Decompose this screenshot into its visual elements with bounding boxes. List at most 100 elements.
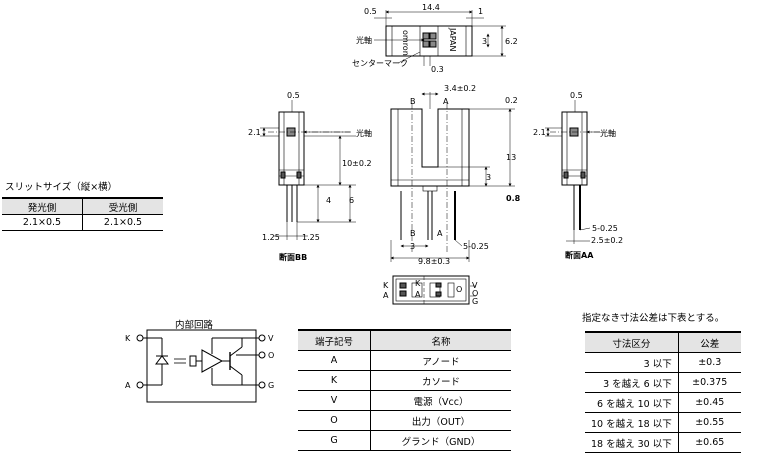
- slit-value-receiver: 2.1×0.5: [82, 214, 163, 231]
- table-row: 6 を越え 10 以下 ±0.45: [585, 392, 741, 413]
- tolerance-range: 6 を越え 10 以下: [585, 392, 679, 413]
- right-slit-dim: 2.1: [533, 128, 546, 137]
- terminal-header-name: 名称: [370, 329, 511, 351]
- internal-circuit: [136, 329, 266, 403]
- right-section-title: 断面AA: [565, 250, 594, 260]
- top-width-dim: 14.4: [422, 3, 440, 12]
- bottom-pin-a-inner: A: [415, 290, 421, 299]
- front-section-a-top: A: [443, 97, 449, 106]
- bottom-pin-o: O: [472, 289, 478, 298]
- terminal-symbol: K: [298, 370, 371, 391]
- terminal-symbol: G: [298, 430, 371, 451]
- right-optical-axis-label: 光軸: [600, 128, 616, 138]
- tolerance-range: 3 以下: [585, 352, 679, 373]
- circuit-title: 内部回路: [175, 320, 214, 331]
- terminal-symbol: O: [298, 410, 371, 431]
- bottom-view: [392, 275, 476, 305]
- slit-header-emitter: 発光側: [2, 197, 83, 215]
- center-mark-label: センターマーク: [352, 59, 408, 68]
- tolerance-value: ±0.45: [677, 392, 741, 413]
- tolerance-value: ±0.65: [677, 432, 741, 453]
- table-row: 3 を越え 6 以下 ±0.375: [585, 372, 741, 393]
- left-mid-dim: 10±0.2: [342, 159, 372, 168]
- slit-table-title: スリットサイズ（縦×横）: [5, 182, 118, 193]
- front-section-a-bottom: A: [437, 229, 443, 238]
- bottom-pin-o-inner: O: [456, 285, 462, 294]
- front-height-dim: 13: [506, 153, 516, 162]
- tolerance-table: 寸法区分 公差 3 以下 ±0.3 3 を越え 6 以下 ±0.375 6 を越…: [585, 331, 741, 453]
- bottom-pin-g: G: [472, 297, 478, 306]
- tolerance-header-range: 寸法区分: [585, 331, 679, 353]
- front-section-b-top: B: [410, 97, 416, 106]
- table-row: O 出力（OUT）: [298, 410, 511, 431]
- circuit-pin-k: K: [125, 334, 131, 343]
- slit-size-table: 発光側 受光側 2.1×0.5 2.1×0.5: [2, 197, 163, 231]
- right-pin-width-dim: 5-0.25: [592, 224, 618, 233]
- circuit-pin-a: A: [125, 381, 131, 390]
- brand-text: omron: [401, 30, 410, 56]
- left-top-dim: 0.5: [287, 91, 300, 100]
- terminal-name: グランド（GND）: [370, 430, 511, 451]
- table-row: 3 以下 ±0.3: [585, 352, 741, 373]
- table-row: A アノード: [298, 350, 511, 371]
- left-optical-axis-label: 光軸: [356, 128, 372, 138]
- front-pin-width-dim: 5-0.25: [463, 242, 489, 251]
- circuit-pin-v: V: [268, 334, 274, 343]
- top-height-dim: 6.2: [505, 37, 518, 46]
- table-row: G グランド（GND）: [298, 430, 511, 451]
- front-bottom-dim: 0.8: [506, 194, 521, 203]
- left-lead2-dim: 6: [349, 196, 354, 205]
- top-view: [374, 10, 506, 66]
- front-overall-dim: 9.8±0.3: [418, 257, 450, 266]
- tolerance-range: 3 を越え 6 以下: [585, 372, 679, 393]
- front-slot-depth-dim: 3: [486, 173, 491, 182]
- origin-text: JAPAN: [448, 27, 457, 51]
- right-section-view: [545, 100, 600, 244]
- bottom-pin-a: A: [383, 291, 389, 300]
- terminal-symbol: V: [298, 390, 371, 411]
- front-view: [390, 92, 515, 262]
- front-pin-pitch-dim: 3: [410, 242, 415, 251]
- terminal-table: 端子記号 名称 A アノード K カソード V 電源（Vcc） O 出力（OUT…: [298, 329, 511, 451]
- bottom-pin-k: K: [383, 281, 389, 290]
- terminal-header-symbol: 端子記号: [298, 329, 371, 351]
- left-lead-dim: 4: [326, 196, 331, 205]
- left-section-title: 断面BB: [279, 252, 307, 262]
- tolerance-value: ±0.3: [677, 352, 741, 373]
- front-top-dim: 3.4±0.2: [444, 84, 476, 93]
- tolerance-value: ±0.375: [677, 372, 741, 393]
- top-left-dim: 0.5: [364, 7, 377, 16]
- terminal-symbol: A: [298, 350, 371, 371]
- table-row: 10 を越え 18 以下 ±0.55: [585, 412, 741, 433]
- table-row: K カソード: [298, 370, 511, 391]
- tolerance-range: 10 を越え 18 以下: [585, 412, 679, 433]
- left-pitch-left-dim: 1.25: [262, 233, 280, 242]
- left-section-view: [260, 100, 356, 240]
- front-section-b-bottom: B: [410, 229, 416, 238]
- right-pitch-dim: 2.5±0.2: [591, 236, 623, 245]
- tolerance-range: 18 を越え 30 以下: [585, 432, 679, 453]
- left-slit-dim: 2.1: [248, 128, 261, 137]
- terminal-name: カソード: [370, 370, 511, 391]
- top-right-dim: 1: [478, 7, 483, 16]
- top-center-dim: 0.3: [431, 65, 444, 74]
- bottom-pin-v: V: [472, 281, 478, 290]
- right-top-dim: 0.5: [570, 91, 583, 100]
- terminal-name: 電源（Vcc）: [370, 390, 511, 411]
- left-pitch-right-dim: 1.25: [302, 233, 320, 242]
- tolerance-value: ±0.55: [677, 412, 741, 433]
- tolerance-header-value: 公差: [677, 331, 741, 353]
- circuit-pin-g: G: [268, 381, 274, 390]
- top-optical-axis-label: 光軸: [356, 35, 372, 45]
- tolerance-caption: 指定なき寸法公差は下表とする。: [582, 313, 725, 324]
- table-row: 18 を越え 30 以下 ±0.65: [585, 432, 741, 453]
- terminal-name: アノード: [370, 350, 511, 371]
- top-slot-dim: 3: [482, 37, 487, 46]
- slit-header-receiver: 受光側: [82, 197, 163, 215]
- terminal-name: 出力（OUT）: [370, 410, 511, 431]
- circuit-pin-o: O: [268, 351, 274, 360]
- bottom-pin-k-inner: K: [415, 279, 421, 288]
- slit-value-emitter: 2.1×0.5: [2, 214, 83, 231]
- table-row: V 電源（Vcc）: [298, 390, 511, 411]
